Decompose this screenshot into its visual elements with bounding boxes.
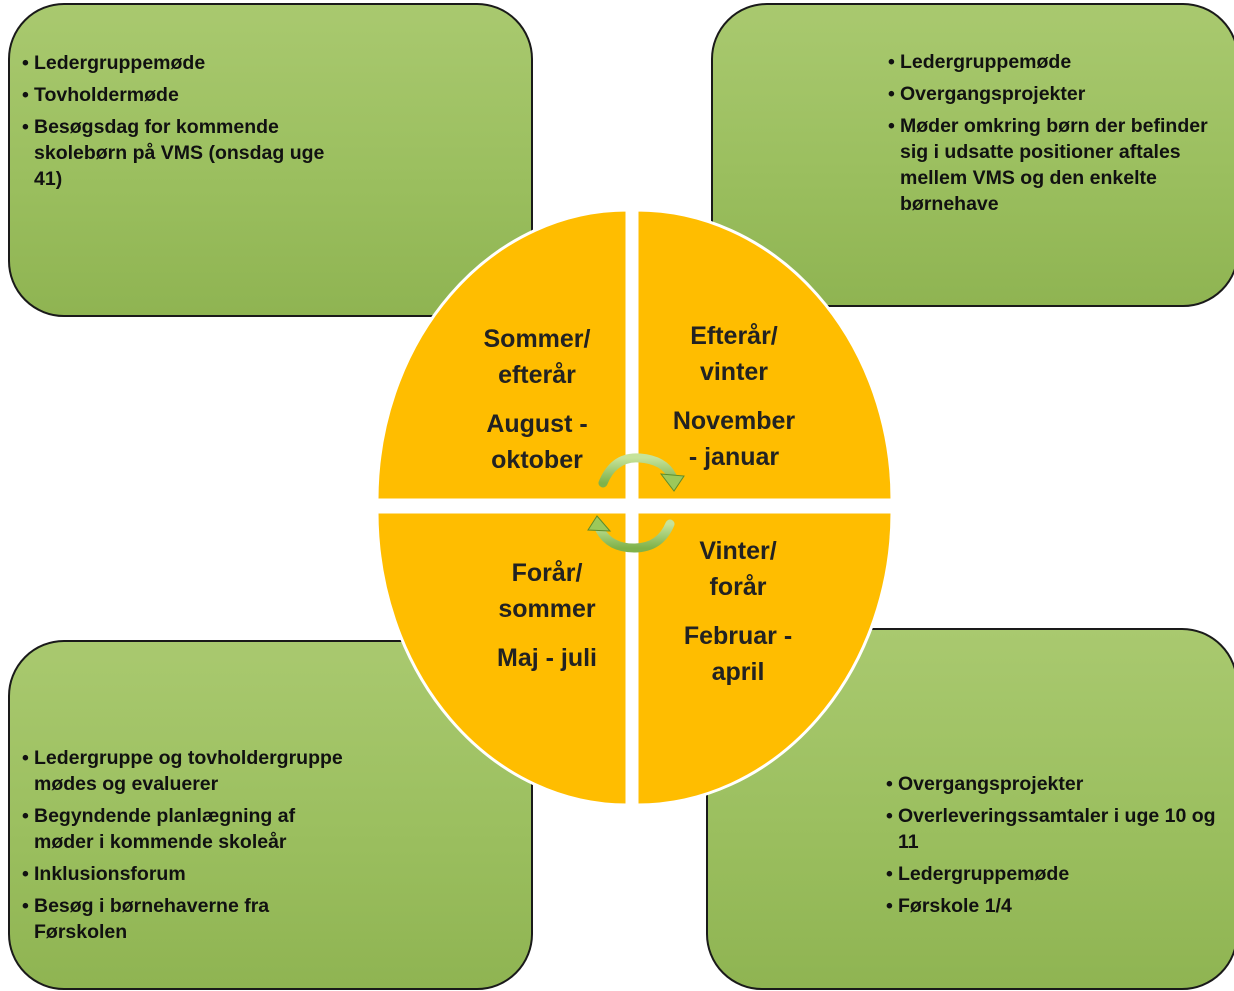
list-item: •Besøgsdag for kommende skolebørn på VMS…: [22, 116, 325, 190]
season-months: August -: [486, 410, 588, 438]
quadrant-label-winter-spring: Vinter/ forår Februar - april: [643, 533, 833, 690]
quadrant-label-spring-summer: Forår/ sommer Maj - juli: [462, 555, 632, 676]
season-title: vinter: [699, 358, 769, 386]
season-title: forår: [709, 573, 767, 601]
season-months: oktober: [491, 446, 583, 474]
season-title: Efterår/: [690, 322, 778, 350]
season-months: - januar: [688, 443, 780, 471]
list-item: •Begyndende planlægning af møder i komme…: [22, 805, 296, 853]
season-title: Forår/: [511, 559, 583, 587]
quadrant-summer-autumn: [375, 208, 629, 502]
box-autumn-winter: [711, 3, 1234, 307]
quadrant-autumn-winter: [635, 208, 894, 502]
quadrant-label-autumn-winter: Efterår/ vinter November - januar: [644, 318, 824, 475]
list-item: •Ledergruppemøde: [888, 51, 1072, 73]
season-months: Maj - juli: [497, 644, 597, 672]
list-item: •Tovholdermøde: [22, 84, 179, 106]
list-item: •Besøg i børnehaverne fra Førskolen: [22, 895, 270, 943]
box-summer-autumn: [8, 3, 533, 317]
list-item: •Overgangsprojekter: [888, 83, 1086, 105]
list-item: •Inklusionsforum: [22, 863, 186, 885]
season-title: Vinter/: [699, 537, 777, 565]
list-item: •Førskole 1/4: [886, 895, 1012, 917]
season-title: Sommer/: [483, 325, 591, 353]
list-summer-autumn: •Ledergruppemøde •Tovholdermøde •Besøgsd…: [22, 50, 352, 198]
list-autumn-winter: •Ledergruppemøde •Overgangsprojekter •Mø…: [888, 49, 1208, 223]
cycle-arrow-bottom-icon: [587, 515, 675, 553]
list-item: •Ledergruppe og tovholdergruppe mødes og…: [22, 747, 343, 795]
list-spring-summer: •Ledergruppe og tovholdergruppe mødes og…: [22, 745, 352, 951]
quadrant-winter-spring: [635, 510, 894, 807]
season-months: November: [672, 407, 796, 435]
quadrant-spring-summer: [375, 510, 629, 807]
quadrant-label-summer-autumn: Sommer/ efterår August - oktober: [452, 321, 622, 478]
cycle-arrow-top-icon: [598, 453, 685, 492]
list-item: •Overgangsprojekter: [886, 773, 1084, 795]
list-item: •Møder omkring børn der befinder sig i u…: [888, 115, 1208, 215]
list-item: •Overleveringssamtaler i uge 10 og 11: [886, 805, 1216, 853]
box-spring-summer: [8, 640, 533, 990]
season-title: efterår: [498, 361, 576, 389]
season-title: sommer: [498, 595, 596, 623]
list-item: •Ledergruppemøde: [22, 52, 206, 74]
list-item: •Ledergruppemøde: [886, 863, 1070, 885]
season-months: april: [711, 658, 765, 686]
season-months: Februar -: [683, 622, 793, 650]
list-winter-spring: •Overgangsprojekter •Overleveringssamtal…: [886, 771, 1231, 925]
